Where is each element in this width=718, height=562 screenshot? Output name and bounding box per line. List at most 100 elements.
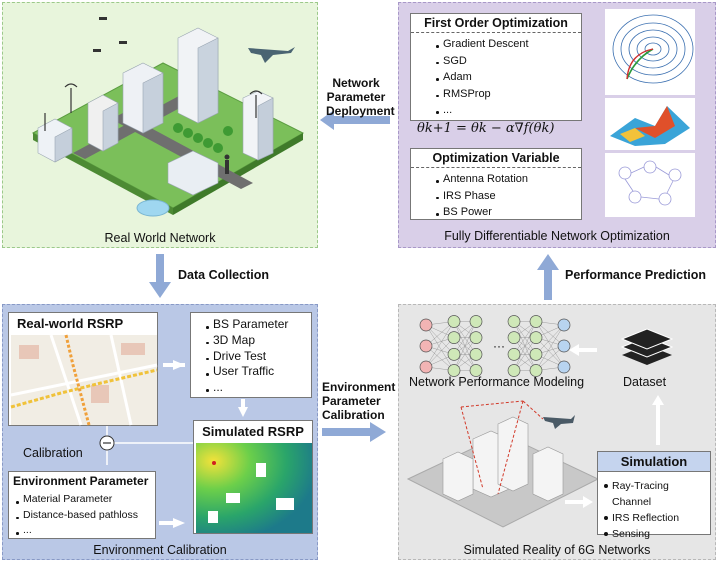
list-item: IRS Reflection [604,510,710,526]
data-collection-label: Data Collection [178,268,269,282]
list-item: BS Power [435,204,528,221]
list-item: IRS Phase [435,188,528,205]
nn-node [557,339,571,353]
dataset-label: Dataset [623,375,667,389]
update-formula: θk+1 = θk − α∇f(θk) [417,121,555,136]
simulation-box: Simulation Ray-Tracing Channel IRS Refle… [597,451,711,540]
neural-network-diagram: ··· [419,315,571,377]
first-order-optimization-box: First Order Optimization Gradient Descen… [410,13,582,121]
dataset-to-model-arrow [569,344,597,356]
real-world-rsrp-box: Real-world RSRP [8,312,158,426]
optimization-panel: First Order Optimization Gradient Descen… [398,2,716,248]
nn-node [469,364,483,377]
list-item: RMSProp [435,86,529,103]
nn-node [529,348,543,361]
list-item: Antenna Rotation [435,171,528,188]
simulated-city-illustration [406,400,600,528]
nn-node [419,318,433,332]
optimization-variable-title: Optimization Variable [411,149,581,168]
nn-edge [513,321,537,355]
list-item: Adam [435,69,529,86]
list-item: Material Parameter [15,492,138,508]
nn-node [507,364,521,377]
nn-node [447,315,461,328]
nn-node [447,364,461,377]
optimizer-list: Gradient Descent SGD Adam RMSProp ... [435,36,529,119]
simulation-title: Simulation [598,452,710,472]
nn-edge [513,337,537,371]
list-item: Ray-Tracing Channel [604,478,710,510]
optimization-caption: Fully Differentiable Network Optimizatio… [444,229,670,243]
list-item: Sensing [604,526,710,542]
nn-edge [453,321,477,355]
environment-parameter-title: Environment Parameter [13,474,149,488]
nn-node [469,348,483,361]
variable-list: Antenna Rotation IRS Phase BS Power [435,171,528,221]
environment-parameter-list: Material Parameter Distance-based pathlo… [15,492,138,539]
list-item: Gradient Descent [435,36,529,53]
nn-node [529,364,543,377]
nn-node [447,348,461,361]
nn-ellipsis: ··· [493,339,505,353]
list-item: Distance-based pathloss [15,508,138,524]
computation-graph-image [605,153,695,217]
nn-edge [535,324,565,355]
list-item: BS Parameter [205,317,288,333]
dataset-stack-icon [620,328,674,365]
list-item: ... [15,523,138,539]
real-rsrp-map [10,334,158,426]
nn-edge [425,324,455,371]
city-illustration [31,17,305,217]
nn-edge [453,321,477,371]
input-data-list: BS Parameter 3D Map Drive Test User Traf… [205,317,288,396]
calibration-connectors [99,360,248,528]
nn-edge [535,321,565,368]
nn-node [529,331,543,344]
nn-node [529,315,543,328]
simulation-arrow [565,496,593,508]
nn-node [469,315,483,328]
list-item: ... [435,102,529,119]
loss-surface-image [605,98,695,150]
simulated-reality-caption: Simulated Reality of 6G Networks [463,543,651,557]
simulated-reality-panel: ··· Network Performance Modeling Dataset… [398,304,716,560]
list-item: ... [205,380,288,396]
simulation-list: Ray-Tracing Channel IRS Reflection Sensi… [604,478,710,542]
optimization-variable-box: Optimization Variable Antenna Rotation I… [410,148,582,220]
nn-node [557,318,571,332]
network-performance-modeling-label: Network Performance Modeling [409,375,585,389]
environment-parameter-box: Environment Parameter Material Parameter… [8,471,156,539]
nn-node [419,360,433,374]
nn-node [469,331,483,344]
environment-calibration-caption: Environment Calibration [93,543,227,557]
real-world-network-panel: Real World Network [2,2,318,248]
nn-edge [453,337,477,371]
nn-edge [513,321,537,371]
real-world-network-caption: Real World Network [104,231,216,245]
input-data-box: BS Parameter 3D Map Drive Test User Traf… [190,312,312,398]
environment-calibration-panel: Real-world RSRP BS Parameter 3D Map Driv… [2,304,318,560]
nn-node [507,331,521,344]
list-item: User Traffic [205,364,288,380]
nn-edge [425,324,455,355]
first-order-optimization-title: First Order Optimization [411,14,581,33]
nn-node [419,339,433,353]
nn-edge [535,324,565,371]
calibration-label: Calibration [23,446,83,460]
nn-node [447,331,461,344]
simulated-rsrp-title: Simulated RSRP [202,424,304,439]
contour-plot-image [605,9,695,95]
nn-node [557,360,571,374]
nn-edge [425,337,455,368]
performance-prediction-label: Performance Prediction [565,268,707,282]
list-item: Drive Test [205,349,288,365]
list-item: 3D Map [205,333,288,349]
nn-node [507,348,521,361]
nn-edge [535,337,565,368]
list-item: SGD [435,53,529,70]
network-parameter-deployment-label: Network Parameter Deployment [326,76,395,118]
nn-edge [425,321,455,368]
simulated-rsrp-heatmap [196,443,312,533]
environment-parameter-calibration-label: Environment Parameter Calibration [322,380,396,422]
real-world-rsrp-title: Real-world RSRP [17,316,124,331]
